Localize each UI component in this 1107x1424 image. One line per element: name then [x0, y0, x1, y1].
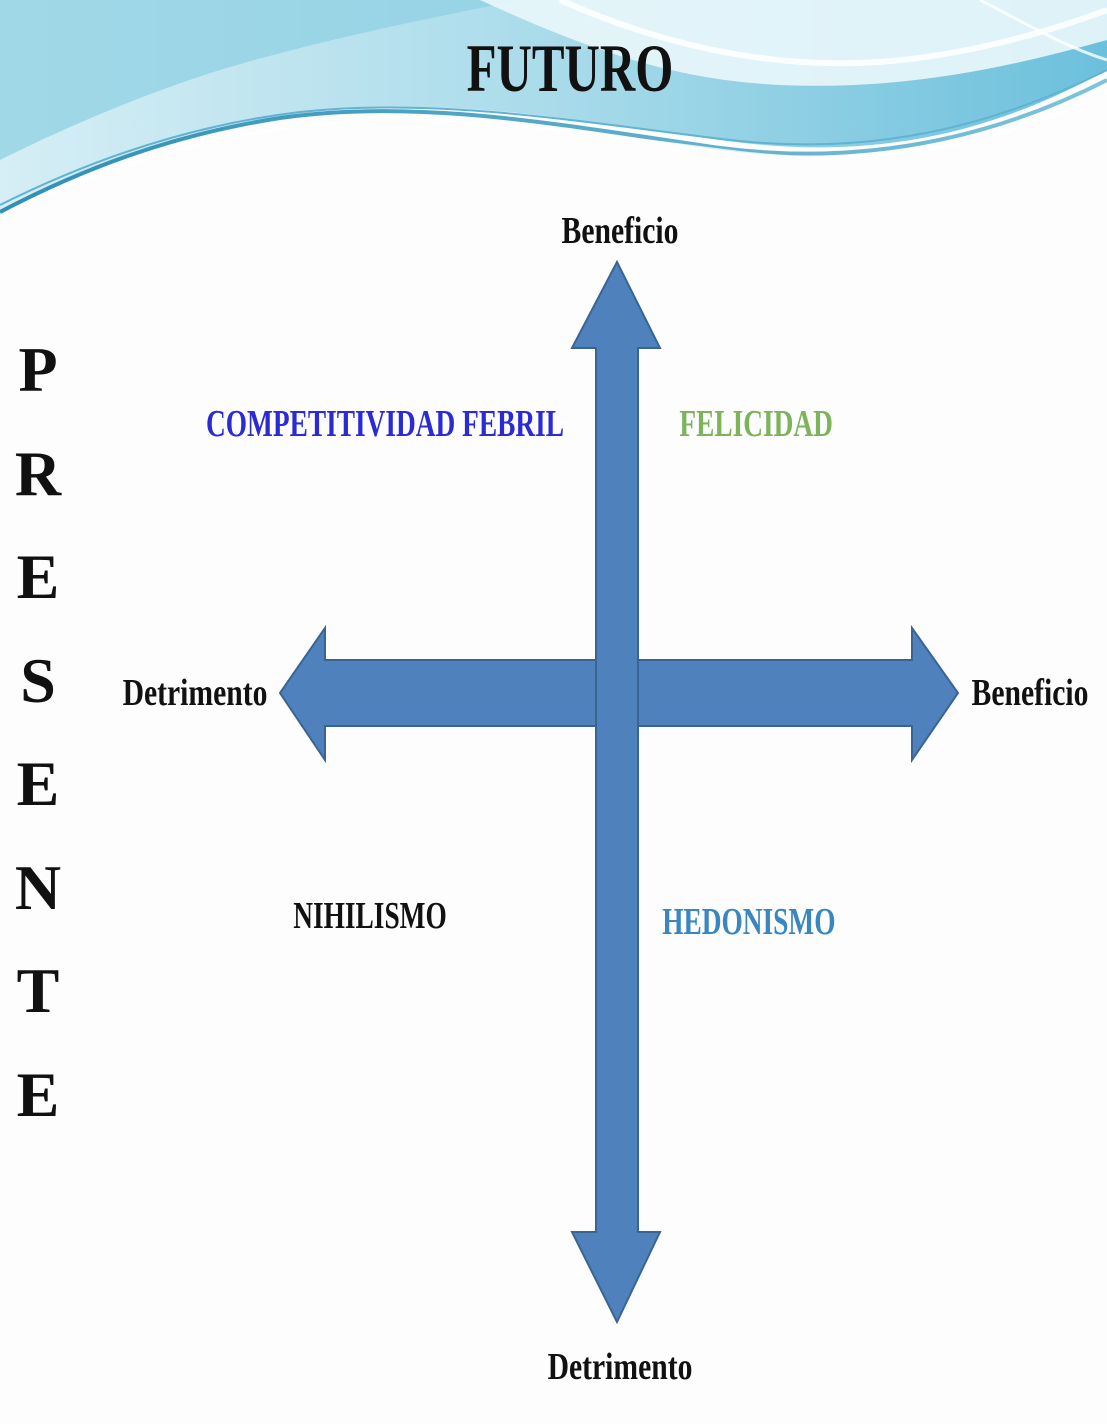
quadrant-label-bottom-left: NIHILISMO	[293, 895, 447, 937]
header-wave-decoration	[0, 0, 1107, 215]
vertical-label-letter: E	[16, 541, 60, 612]
axis-label-bottom: Detrimento	[547, 1346, 693, 1388]
diagram-title: FUTURO	[466, 30, 674, 106]
vertical-label-letter: E	[16, 1058, 60, 1130]
axis-label-top: Beneficio	[561, 210, 679, 252]
axis-label-left: Detrimento	[122, 672, 268, 714]
vertical-label-letter: N	[14, 851, 62, 923]
vertical-label-letter: R	[14, 437, 62, 509]
quadrant-label-top-left: COMPETITIVIDAD FEBRIL	[206, 403, 565, 445]
vertical-label-letter: E	[16, 748, 60, 819]
vertical-double-arrow	[570, 259, 662, 1325]
vertical-label-letter: P	[18, 334, 58, 405]
quadrant-label-top-right: FELICIDAD	[679, 403, 833, 445]
quadrant-label-bottom-right: HEDONISMO	[662, 901, 836, 943]
vertical-label-letter: S	[20, 644, 56, 716]
vertical-label-letter: T	[16, 955, 60, 1026]
axis-label-right: Beneficio	[971, 672, 1089, 714]
